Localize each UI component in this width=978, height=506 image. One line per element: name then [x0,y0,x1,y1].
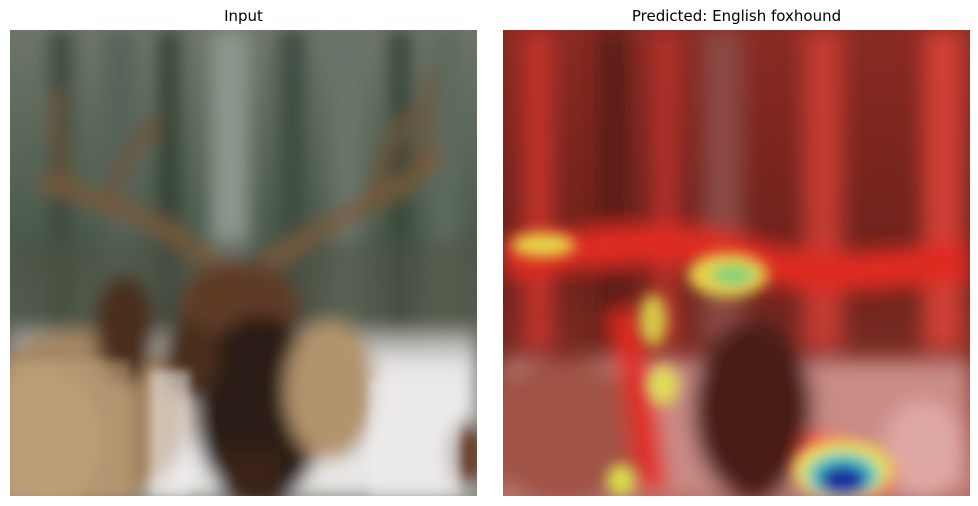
input-panel-title: Input [224,7,263,25]
input-image [10,30,477,496]
heatmap-canvas [503,30,970,496]
prediction-panel-title: Predicted: English foxhound [631,7,842,25]
prediction-heatmap [503,30,970,496]
input-image-canvas [10,30,477,496]
